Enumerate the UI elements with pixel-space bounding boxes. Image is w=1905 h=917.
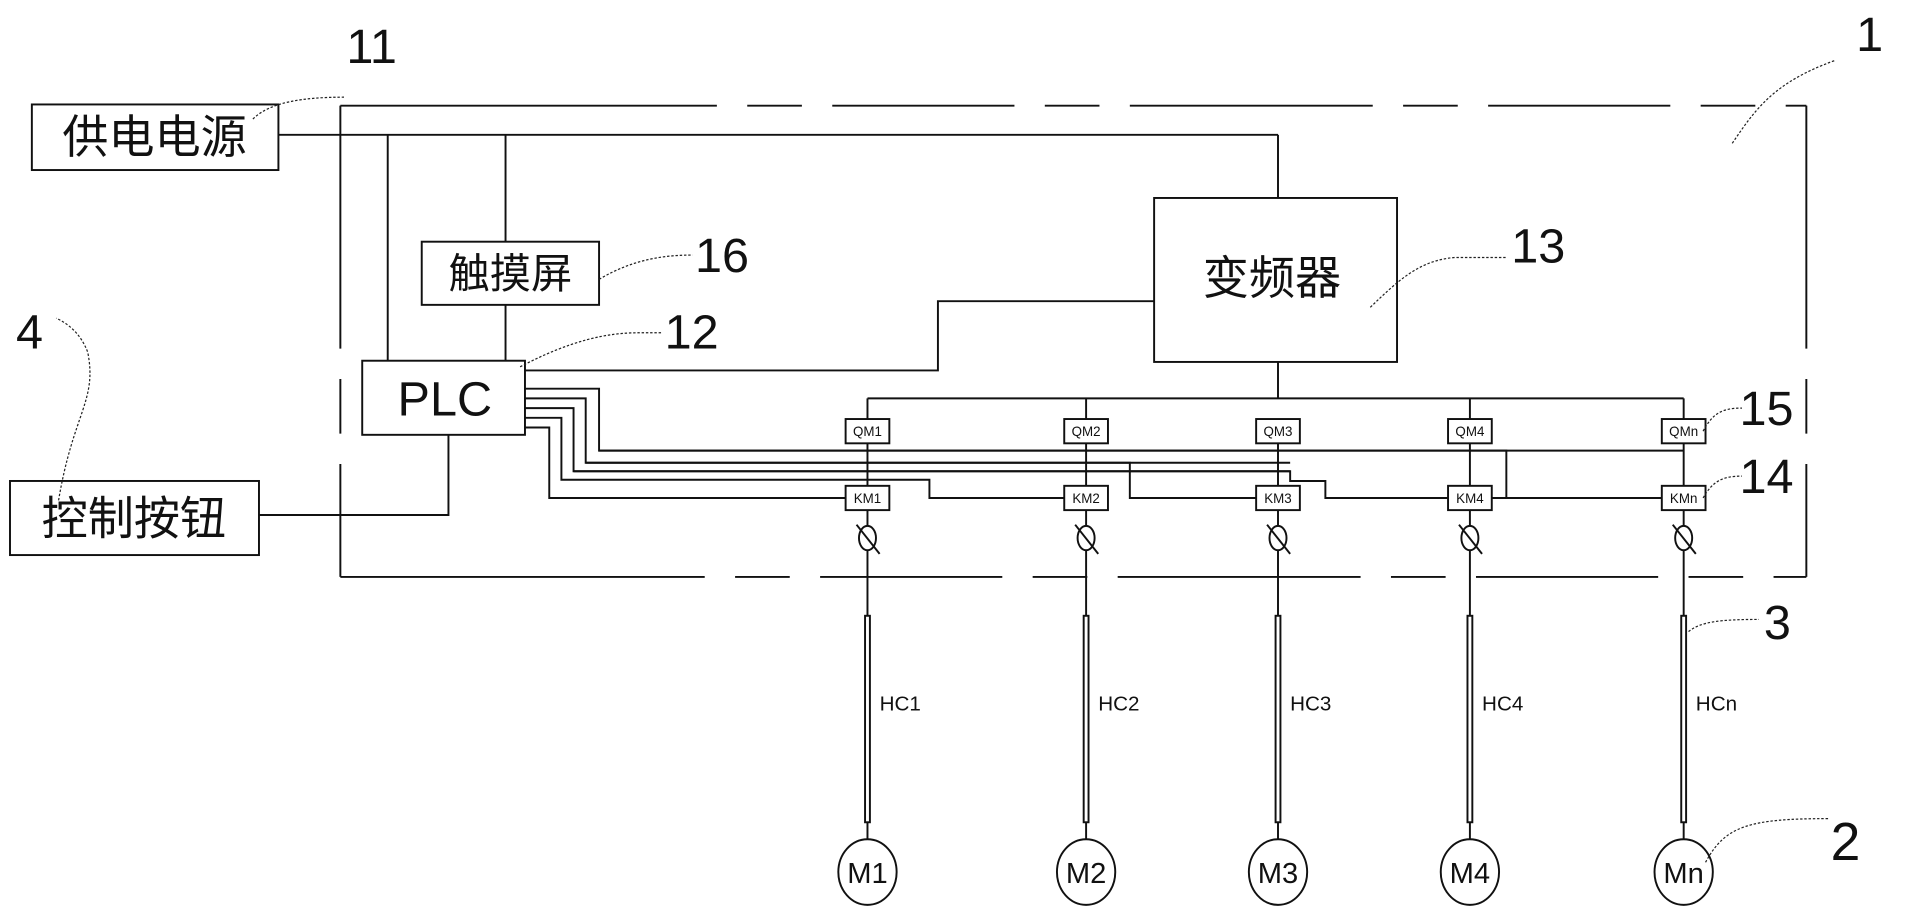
- callout-2: 2: [1831, 813, 1861, 872]
- cable-label: HC1: [880, 693, 921, 716]
- contactor-label: KMn: [1670, 491, 1697, 506]
- callout-3: 3: [1764, 596, 1791, 650]
- touch-screen-block: 触摸屏: [420, 240, 601, 306]
- callouts: 11 1 13 16 12 4 15 14 3 2: [16, 8, 1883, 872]
- branch-4: QM4 KM4 HC4 M4: [1439, 398, 1523, 906]
- branch-3: QM3 KM3 HC3 M3: [1247, 418, 1331, 906]
- plc-label: PLC: [398, 372, 493, 426]
- callout-11: 11: [346, 20, 396, 74]
- contactor-label: KM1: [854, 491, 881, 506]
- cable-label: HC2: [1098, 693, 1139, 716]
- power-wiring: [258, 133, 1684, 516]
- breaker-label: QM4: [1455, 424, 1485, 439]
- cable-label: HC3: [1290, 693, 1331, 716]
- cable-label: HC4: [1482, 693, 1523, 716]
- motor-label: M1: [847, 858, 887, 890]
- control-buttons-block: 控制按钮: [9, 479, 260, 557]
- branch-1: QM1 KM1 HC1 M1: [837, 398, 921, 906]
- plc-block: PLC: [361, 359, 526, 436]
- cable-hc1: [864, 614, 871, 824]
- motor-m1: [837, 838, 898, 906]
- cable-label: HCn: [1696, 693, 1737, 716]
- contactor-label: KM3: [1264, 491, 1291, 506]
- power-supply-block: 供电电源: [30, 103, 280, 172]
- callout-16: 16: [695, 229, 749, 283]
- motor-label: M4: [1450, 858, 1490, 890]
- touch-screen-label: 触摸屏: [448, 250, 572, 298]
- breaker-label: QM2: [1072, 424, 1101, 439]
- callout-4: 4: [16, 306, 43, 360]
- callout-13: 13: [1511, 219, 1565, 273]
- contactor-label: KM4: [1456, 491, 1484, 506]
- callout-15: 15: [1740, 382, 1794, 436]
- motor-label: M3: [1258, 858, 1298, 890]
- motor-label: Mn: [1663, 858, 1703, 890]
- motor-label: M2: [1066, 858, 1106, 890]
- callout-14: 14: [1740, 450, 1794, 504]
- breaker-label: QM1: [853, 424, 882, 439]
- inverter-label: 变频器: [1203, 251, 1341, 305]
- breaker-label: QMn: [1669, 424, 1698, 439]
- breaker-label: QM3: [1264, 424, 1293, 439]
- plc-signal-lines: [524, 387, 1684, 499]
- contactor-label: KM2: [1072, 491, 1099, 506]
- power-supply-label: 供电电源: [62, 110, 247, 164]
- contactor-km1: [844, 484, 891, 512]
- cabinet-boundary: [339, 104, 1808, 578]
- inverter-block: 变频器: [1153, 197, 1399, 363]
- callout-12: 12: [665, 306, 719, 360]
- branch-2: QM2 KM2 HC2 M2: [1055, 398, 1140, 906]
- callout-1: 1: [1856, 8, 1883, 62]
- control-buttons-label: 控制按钮: [42, 491, 227, 545]
- branch-n: QMn KMn HCn Mn: [1653, 398, 1737, 906]
